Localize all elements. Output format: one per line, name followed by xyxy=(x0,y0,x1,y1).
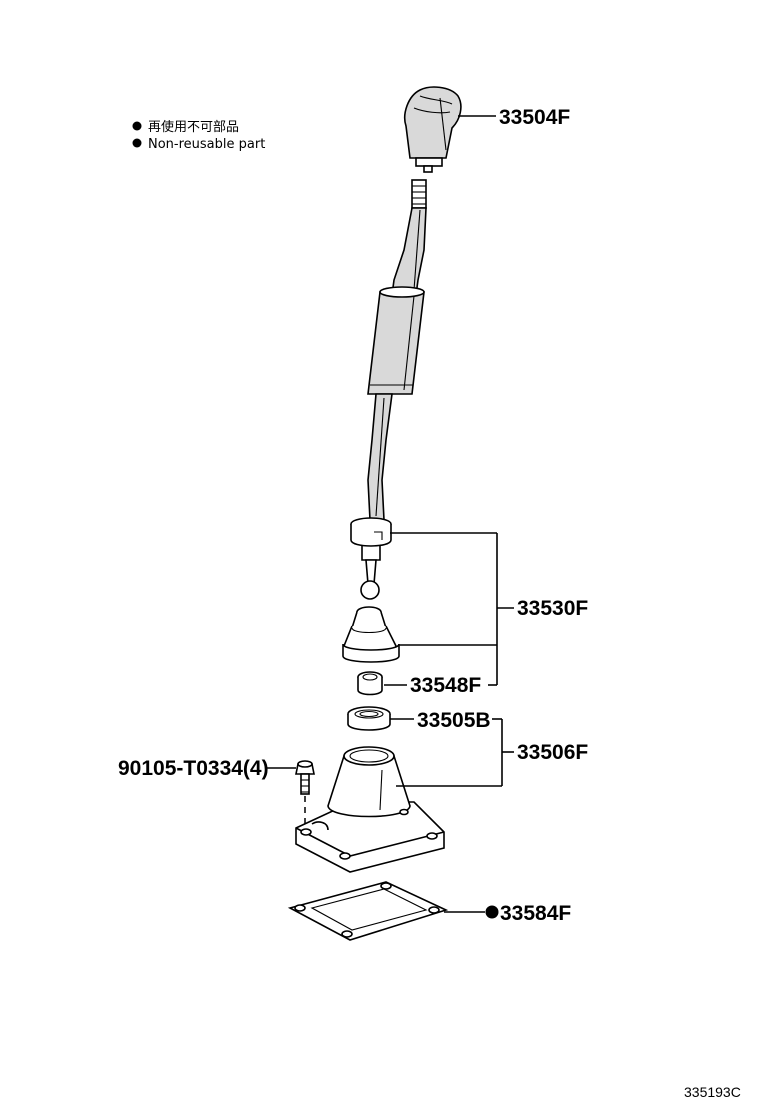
gasket-drawing xyxy=(287,881,449,941)
bolt-drawing xyxy=(295,760,315,826)
shift-lever-drawing xyxy=(367,179,427,521)
non-reusable-marker xyxy=(485,905,499,919)
legend-bullet-1 xyxy=(132,121,142,131)
legend-line-japanese: 再使用不可部品 xyxy=(148,119,239,135)
legend: 再使用不可部品 Non-reusable part xyxy=(132,119,265,152)
shift-knob-drawing xyxy=(404,86,462,173)
housing-drawing xyxy=(295,746,445,873)
bushing-drawing xyxy=(357,671,383,696)
figure-number: 335193C xyxy=(684,1084,741,1100)
label-33506f: 33506F xyxy=(517,741,588,764)
boot-drawing xyxy=(342,606,400,663)
legend-line-english: Non-reusable part xyxy=(148,137,265,152)
legend-bullet-2 xyxy=(132,138,142,148)
seal-ring-drawing xyxy=(347,706,391,731)
label-90105-t0334: 90105-T0334(4) xyxy=(118,757,269,780)
lever-collar-drawing xyxy=(350,517,392,600)
label-33584f: 33584F xyxy=(500,902,571,925)
leader-lines xyxy=(266,115,514,913)
label-33548f: 33548F xyxy=(410,674,481,697)
label-33505b: 33505B xyxy=(417,709,491,732)
label-33504f: 33504F xyxy=(499,106,570,129)
label-33530f: 33530F xyxy=(517,597,588,620)
